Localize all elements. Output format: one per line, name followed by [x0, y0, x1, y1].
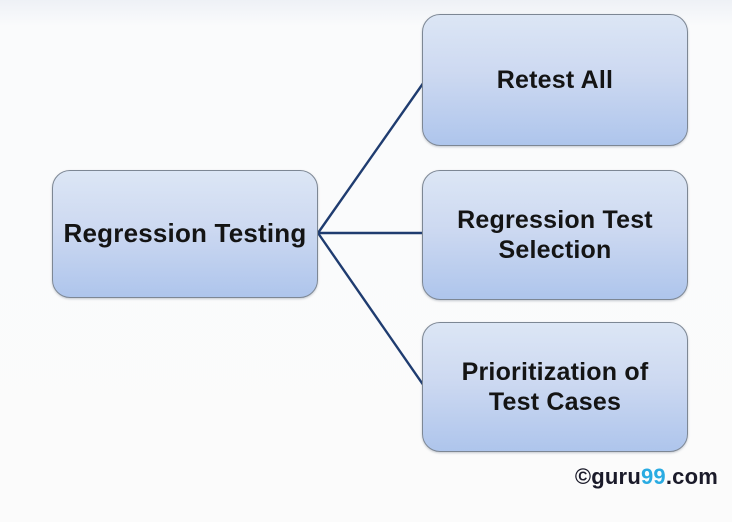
node-regression-test-selection: Regression Test Selection — [422, 170, 688, 300]
connector-root-to-retest-all — [316, 80, 426, 235]
watermark-prefix: ©guru — [574, 464, 641, 489]
watermark-suffix: .com — [665, 464, 718, 489]
node-regression-test-selection-label: Regression Test Selection — [457, 205, 653, 265]
node-retest-all-label: Retest All — [496, 65, 614, 94]
node-prioritization-of-test-cases: Prioritization of Test Cases — [422, 322, 688, 452]
guru99-watermark: ©guru99.com — [575, 464, 718, 490]
node-regression-testing-label: Regression Testing — [63, 218, 307, 249]
node-regression-testing: Regression Testing — [52, 170, 318, 298]
node-prioritization-of-test-cases-label: Prioritization of Test Cases — [461, 357, 649, 417]
connector-root-to-prioritization-of-test-cases — [316, 231, 426, 388]
watermark-highlight: 99 — [640, 464, 666, 489]
node-retest-all: Retest All — [422, 14, 688, 146]
